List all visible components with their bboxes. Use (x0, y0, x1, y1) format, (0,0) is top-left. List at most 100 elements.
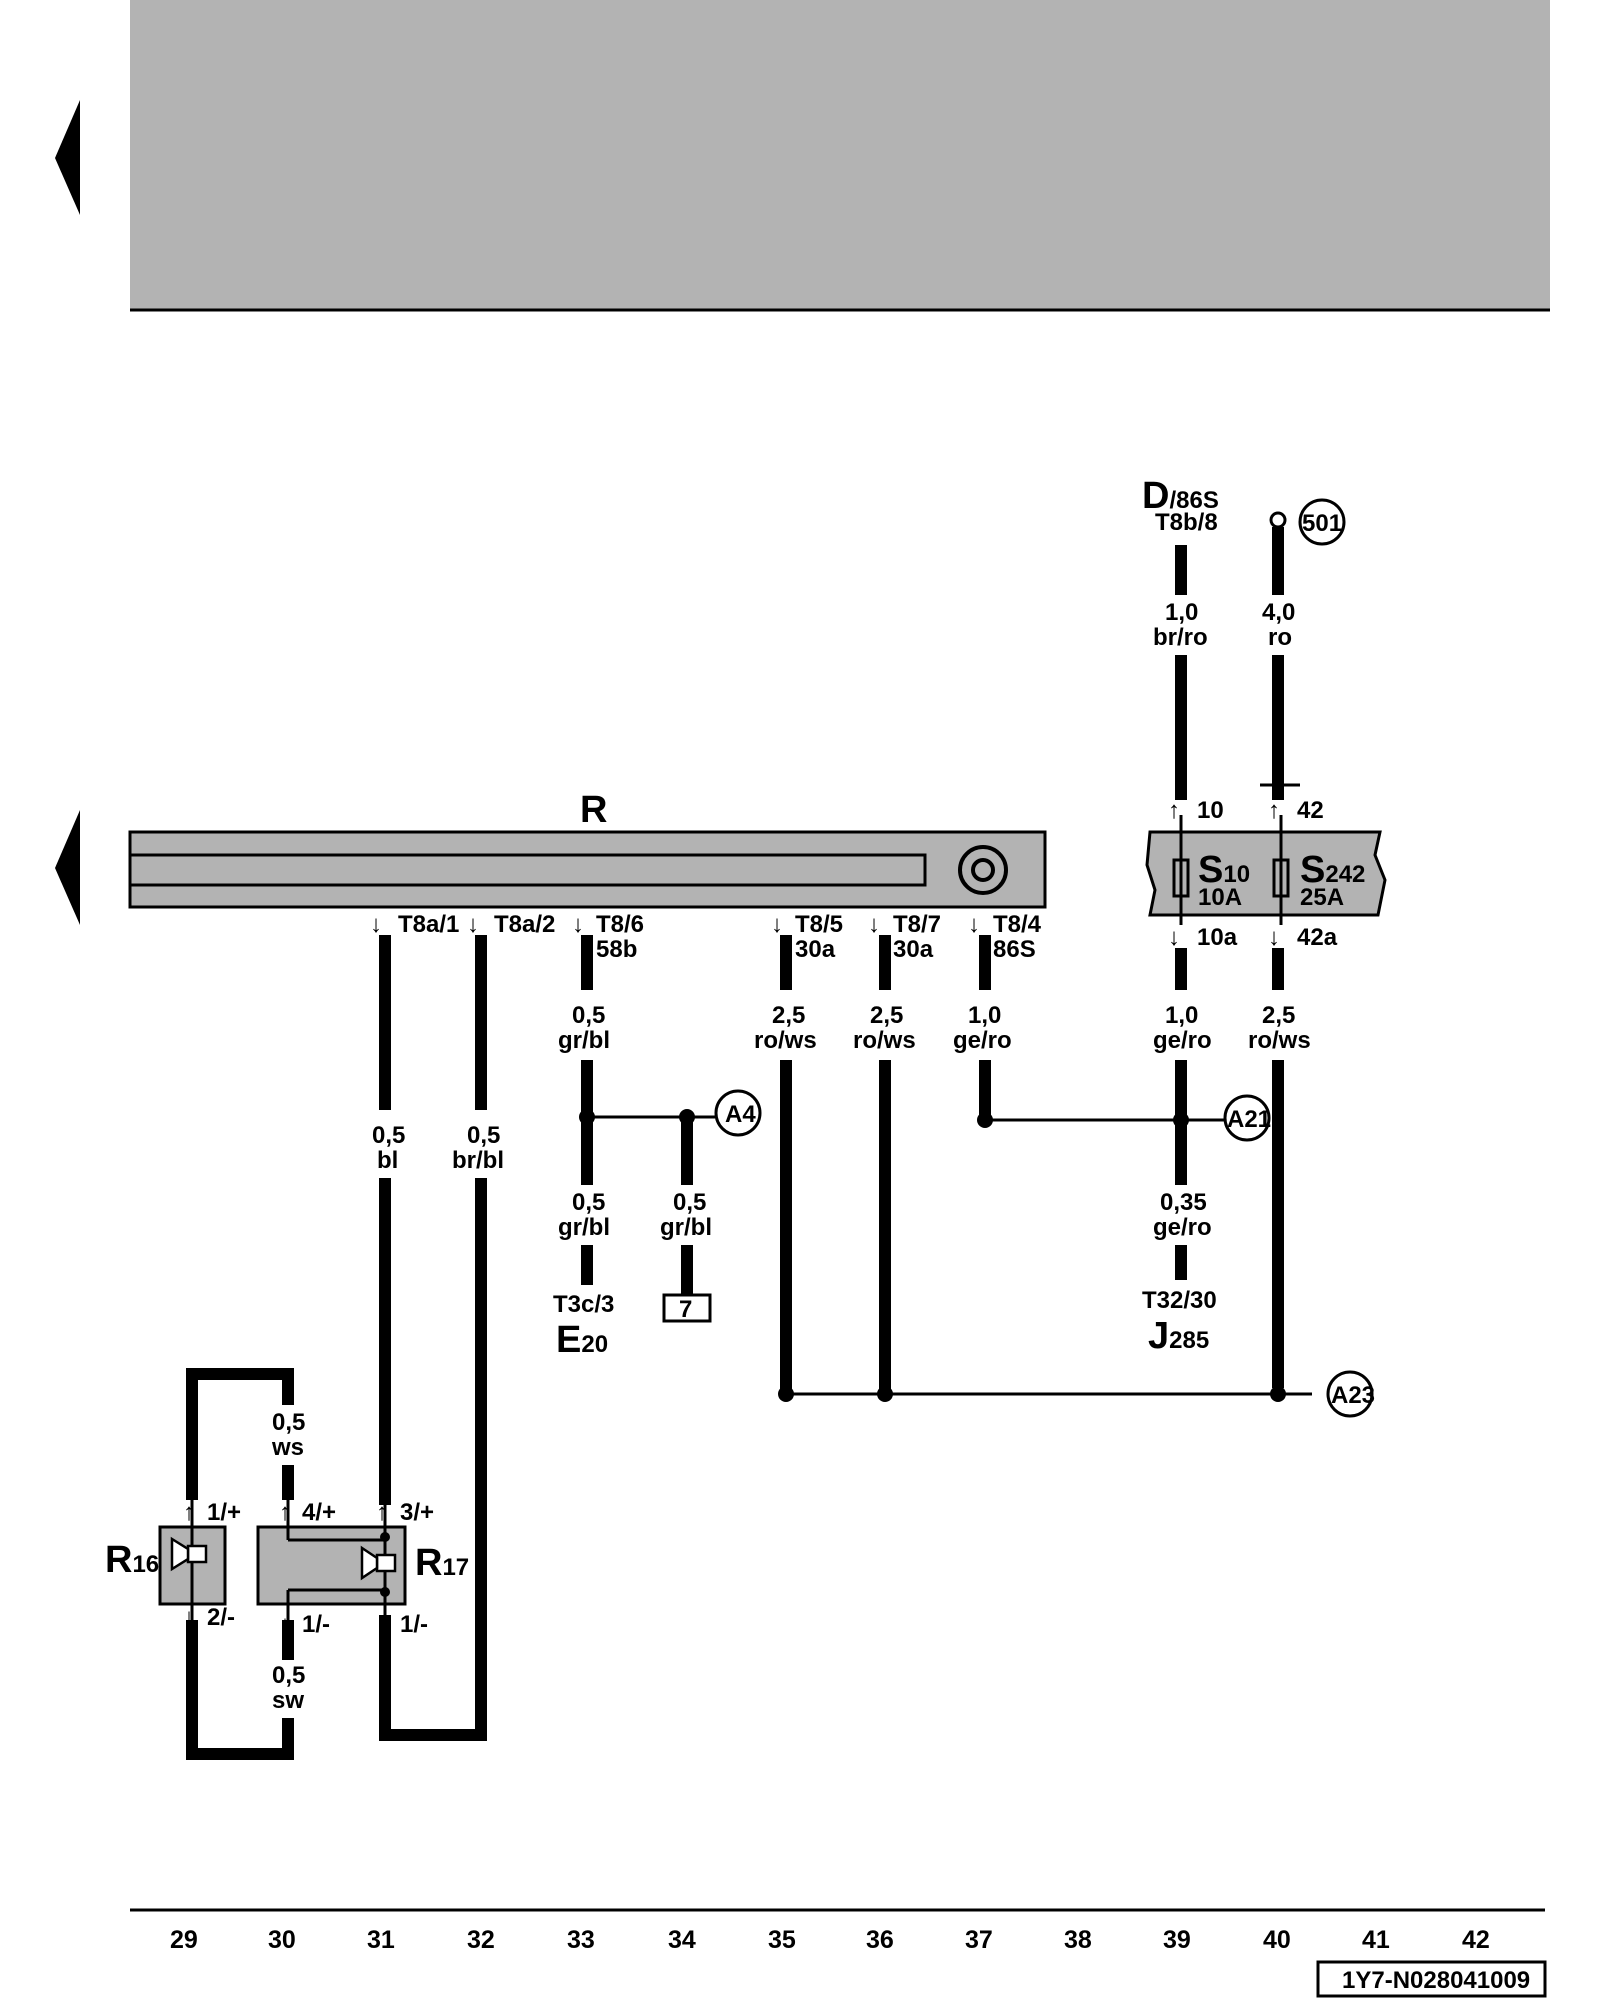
wire-size: 0,5 (572, 1189, 605, 1216)
wire-color: ro/ws (853, 1027, 916, 1054)
column-number: 32 (467, 1926, 495, 1954)
wire-size: 0,5 (272, 1409, 305, 1436)
column-number: 29 (170, 1926, 198, 1954)
pin-label: ↓ (572, 911, 584, 938)
pin-label: T8/4 (993, 911, 1042, 938)
ref-501-circle (1298, 498, 1346, 546)
pin-label: T8/6 (596, 911, 644, 938)
wire-color: gr/bl (558, 1214, 610, 1241)
wire-size: 1,0 (1165, 1002, 1198, 1029)
column-number: 35 (768, 1926, 796, 1954)
nav-back-arrow-icon[interactable] (55, 100, 80, 215)
junction (1270, 1386, 1286, 1402)
wire-size: 1,0 (1165, 599, 1198, 626)
j285-label: J285 (1148, 1315, 1209, 1357)
column-number: 30 (268, 1926, 296, 1954)
ref-501: 501 (1302, 510, 1342, 537)
pin-label: ↓ (467, 911, 479, 938)
coax-connector-icon (958, 845, 1008, 895)
fuse-s10-label: S10 (1198, 849, 1250, 891)
speaker-r17: R17 (256, 1500, 469, 1620)
wire-size: 0,5 (272, 1662, 305, 1689)
pin-label: 42 (1297, 797, 1324, 824)
pin-label: ↓ (968, 911, 980, 938)
supply-d-label: D/86S (1142, 475, 1219, 517)
pin-label: 2/- (207, 1604, 235, 1631)
wire-size: 2,5 (1262, 1002, 1295, 1029)
wire-size: 0,5 (673, 1189, 706, 1216)
pin-label: ↓ (370, 911, 382, 938)
wire-size: 2,5 (772, 1002, 805, 1029)
wire-size: 1,0 (968, 1002, 1001, 1029)
wire-color: gr/bl (558, 1027, 610, 1054)
wire-color: ro/ws (754, 1027, 817, 1054)
e20-pin: T3c/3 (553, 1291, 614, 1318)
column-number: 34 (668, 1926, 696, 1954)
wire-size: 4,0 (1262, 599, 1295, 626)
pin-label: ↓ (1168, 924, 1180, 951)
wire-color: ge/ro (1153, 1214, 1212, 1241)
column-number: 42 (1462, 1926, 1490, 1954)
junction (877, 1386, 893, 1402)
pin-label: T8/7 (893, 911, 941, 938)
junction (1173, 1112, 1189, 1128)
pin-label: ↑ (376, 1499, 388, 1526)
j285-pin: T32/30 (1142, 1287, 1217, 1314)
fuse-s242-label: S242 (1300, 849, 1365, 891)
ref-a4: A4 (725, 1101, 756, 1128)
pin-label: ↑ (183, 1499, 195, 1526)
pin-label: 4/+ (302, 1499, 336, 1526)
pin-label: ↑ (279, 1499, 291, 1526)
column-numbers: 29 30 31 32 33 34 35 36 37 38 39 40 41 4… (170, 1926, 1490, 1954)
pin-label: ↓ (183, 1604, 195, 1631)
speaker-icon (360, 1545, 397, 1581)
pin-label: 1/+ (207, 1499, 241, 1526)
radio-label: R (580, 789, 607, 831)
pin-label: T8a/1 (398, 911, 459, 938)
pin-label: ↑ (1268, 797, 1280, 824)
header-band (130, 0, 1550, 310)
nav-back-arrow-icon[interactable] (55, 810, 80, 925)
pin-label: 58b (596, 936, 637, 963)
fuse-s10-rating: 10A (1198, 884, 1242, 911)
speaker-r17-label: R17 (415, 1542, 469, 1584)
speaker-icon (170, 1536, 208, 1572)
pin-label: ↓ (279, 1611, 291, 1638)
ref-a23: A23 (1331, 1382, 1375, 1409)
doc-id: 1Y7-N028041009 (1342, 1967, 1530, 1994)
ref-a4-circle (714, 1089, 762, 1137)
wire-color: ge/ro (953, 1027, 1012, 1054)
fuse-holder: S10 10A S242 25A (1145, 815, 1387, 925)
wire-color: ro (1268, 624, 1292, 651)
ref-a21: A21 (1227, 1106, 1271, 1133)
wire-color: ge/ro (1153, 1027, 1212, 1054)
terminal-501 (1269, 511, 1287, 529)
wire-size: 2,5 (870, 1002, 903, 1029)
pin-label: 30a (893, 936, 934, 963)
speaker-r16-label: R16 (105, 1539, 159, 1581)
pin-label: 86S (993, 936, 1036, 963)
wire-size: 0,35 (1160, 1189, 1207, 1216)
ref-a21-circle (1223, 1094, 1271, 1142)
pin-label: ↓ (868, 911, 880, 938)
pin-label: T8/5 (795, 911, 843, 938)
wire-color: ro/ws (1248, 1027, 1311, 1054)
wire-color: ws (271, 1434, 304, 1461)
ground-box-label: 7 (679, 1296, 692, 1323)
pin-label: ↓ (1268, 924, 1280, 951)
pin-label: 10 (1197, 797, 1224, 824)
pin-label: ↑ (1168, 797, 1180, 824)
column-number: 38 (1064, 1926, 1092, 1954)
pin-label: 42a (1297, 924, 1338, 951)
pin-label: 10a (1197, 924, 1238, 951)
pin-label: 3/+ (400, 1499, 434, 1526)
column-number: 40 (1263, 1926, 1291, 1954)
column-number: 33 (567, 1926, 595, 1954)
wire-color: br/bl (452, 1147, 504, 1174)
ref-a23-circle (1326, 1370, 1374, 1418)
column-number: 39 (1163, 1926, 1191, 1954)
wire-color: br/ro (1153, 624, 1208, 651)
fuse-s242-rating: 25A (1300, 884, 1344, 911)
e20-label: E20 (556, 1319, 608, 1361)
